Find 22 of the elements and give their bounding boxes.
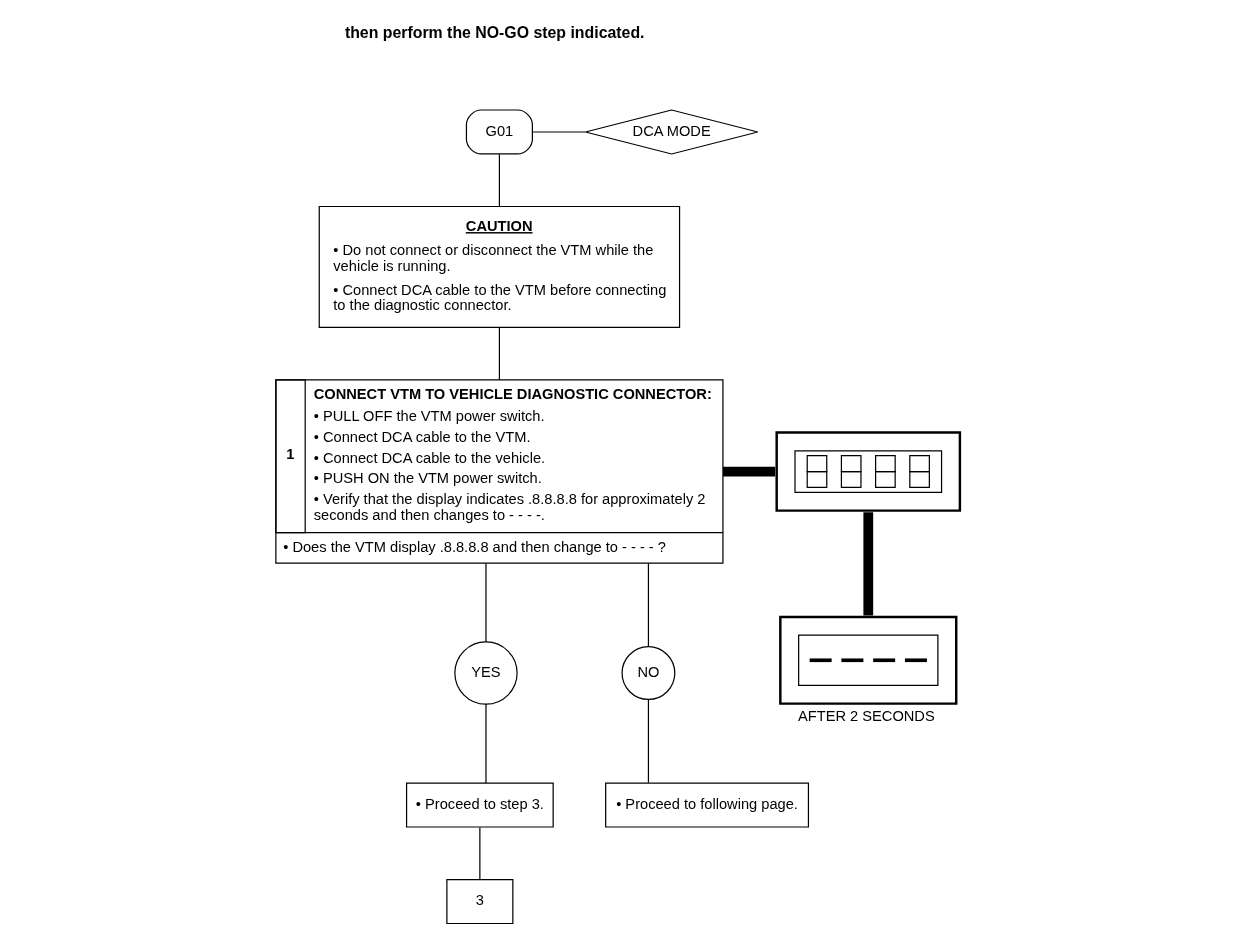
connector	[531, 131, 586, 133]
node-box: • Proceed to step 3.	[405, 782, 554, 828]
node-picture	[774, 431, 961, 512]
node-box: CAUTION • Do not connect or disconnect the VTM while the vehicle is running. • Connect DCA cable to the VTM before connecting to the diagnostic connector.	[318, 205, 680, 329]
node-circle: NO	[620, 646, 675, 701]
label: then perform the NO-GO step indicated.	[344, 24, 644, 42]
connector	[862, 512, 873, 616]
connector	[484, 562, 487, 643]
connector	[498, 327, 500, 381]
connector	[484, 703, 487, 784]
node-circle: YES	[453, 641, 518, 705]
node-box: G01	[465, 109, 533, 155]
connector	[478, 826, 480, 880]
connector	[647, 562, 649, 648]
connector	[722, 466, 775, 477]
node-box: • Proceed to following page.	[604, 782, 809, 828]
connector	[647, 698, 649, 784]
node-label: AFTER 2 SECONDS	[797, 708, 935, 725]
node-diamond: DCA MODE	[584, 109, 758, 155]
connector	[498, 153, 500, 207]
node-box: 3	[445, 878, 513, 925]
node-picture	[778, 615, 957, 705]
